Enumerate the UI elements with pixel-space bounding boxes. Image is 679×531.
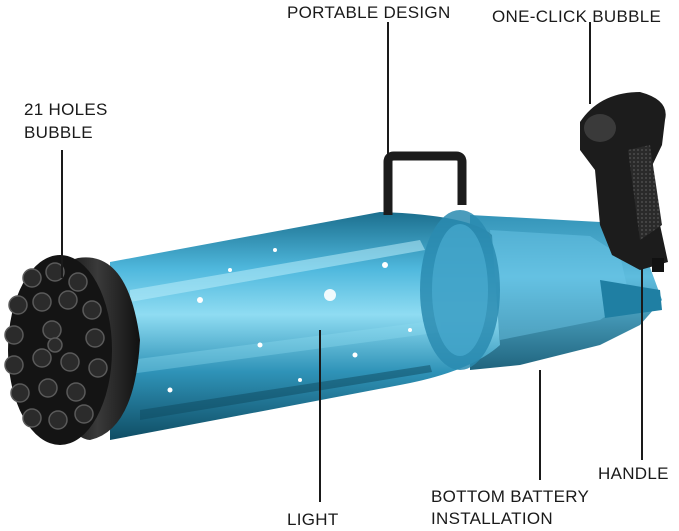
- label-installation: INSTALLATION: [431, 509, 553, 528]
- label-21-holes: 21 HOLES: [24, 100, 108, 119]
- label-light: LIGHT: [287, 510, 339, 529]
- label-bubble: BUBBLE: [24, 123, 93, 142]
- bubble-holes: [4, 262, 108, 430]
- carry-handle: [383, 151, 467, 215]
- pointer-lines: [61, 22, 643, 502]
- label-portable-design: PORTABLE DESIGN: [287, 3, 451, 22]
- barrel: [110, 210, 500, 440]
- pistol-grip: [580, 92, 668, 272]
- label-bottom-battery: BOTTOM BATTERY: [431, 487, 590, 506]
- sparkles: [167, 248, 412, 393]
- label-handle: HANDLE: [598, 464, 669, 483]
- label-one-click-bubble: ONE-CLICK BUBBLE: [492, 7, 662, 26]
